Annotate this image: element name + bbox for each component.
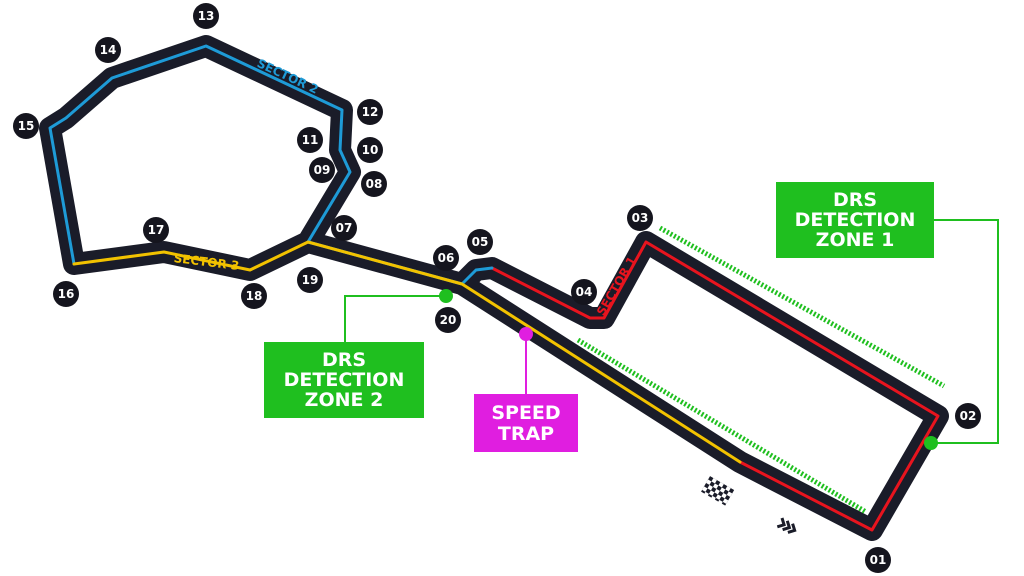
corner-marker-01: 01	[865, 547, 891, 573]
track-outline	[39, 35, 949, 541]
corner-label-19: 19	[302, 273, 319, 287]
drs-zone-2-line-1: DRS	[322, 349, 366, 371]
corner-marker-19: 19	[297, 267, 323, 293]
corner-label-01: 01	[870, 553, 887, 567]
corner-label-09: 09	[314, 163, 331, 177]
sector-2-line	[48, 44, 494, 286]
drs-zone-2-line-2: DETECTION	[284, 369, 405, 391]
corner-label-10: 10	[362, 143, 379, 157]
corner-marker-08: 08	[361, 171, 387, 197]
corner-marker-15: 15	[13, 113, 39, 139]
corner-label-06: 06	[438, 251, 455, 265]
corner-label-02: 02	[960, 409, 977, 423]
direction-chevrons-icon	[776, 517, 797, 534]
corner-marker-03: 03	[627, 205, 653, 231]
corner-marker-07: 07	[331, 215, 357, 241]
corner-marker-13: 13	[193, 3, 219, 29]
corner-label-14: 14	[100, 43, 117, 57]
corner-label-12: 12	[362, 105, 379, 119]
corner-marker-10: 10	[357, 137, 383, 163]
speed-trap-line-2: TRAP	[498, 423, 554, 445]
corner-marker-17: 17	[143, 217, 169, 243]
corner-label-05: 05	[472, 235, 489, 249]
corner-marker-04: 04	[571, 279, 597, 305]
corner-label-13: 13	[198, 9, 215, 23]
speed-trap-line-1: SPEED	[491, 402, 560, 424]
drs-zone-2-point	[439, 289, 453, 303]
speed-trap-box	[474, 394, 578, 452]
corner-label-11: 11	[302, 133, 319, 147]
speed-trap-point	[519, 327, 533, 341]
corner-marker-06: 06	[433, 245, 459, 271]
sector-1-line	[490, 240, 940, 532]
corner-marker-16: 16	[53, 281, 79, 307]
corner-marker-09: 09	[309, 157, 335, 183]
corner-marker-20: 20	[435, 307, 461, 333]
start-finish-flag-icon	[701, 476, 735, 506]
corner-label-08: 08	[366, 177, 383, 191]
corner-label-20: 20	[440, 313, 457, 327]
corner-label-07: 07	[336, 221, 353, 235]
drs-zone-1-box	[776, 182, 934, 258]
sector-3-line	[72, 240, 742, 464]
drs-zone-2-box	[264, 342, 424, 418]
corner-label-15: 15	[18, 119, 35, 133]
drs-zone-2-line-3: ZONE 2	[305, 389, 384, 411]
corner-label-03: 03	[632, 211, 649, 225]
drs-zone-1-line-1: DRS	[833, 189, 877, 211]
drs-zone-2-connector	[344, 295, 446, 342]
corner-marker-14: 14	[95, 37, 121, 63]
corner-marker-11: 11	[297, 127, 323, 153]
corner-marker-05: 05	[467, 229, 493, 255]
corner-marker-12: 12	[357, 99, 383, 125]
corner-label-18: 18	[246, 289, 263, 303]
drs-zone-1-point	[924, 436, 938, 450]
drs-zone-1-connector	[931, 219, 999, 444]
drs-zone-1-line-3: ZONE 1	[816, 229, 895, 251]
corner-label-16: 16	[58, 287, 75, 301]
drs-zone-1-line-2: DETECTION	[795, 209, 916, 231]
corner-label-17: 17	[148, 223, 165, 237]
corner-label-04: 04	[576, 285, 593, 299]
corner-marker-02: 02	[955, 403, 981, 429]
corner-markers: 01 02 03 04 05 06 07 08 09 10 11 12 13 1…	[13, 3, 981, 573]
corner-marker-18: 18	[241, 283, 267, 309]
